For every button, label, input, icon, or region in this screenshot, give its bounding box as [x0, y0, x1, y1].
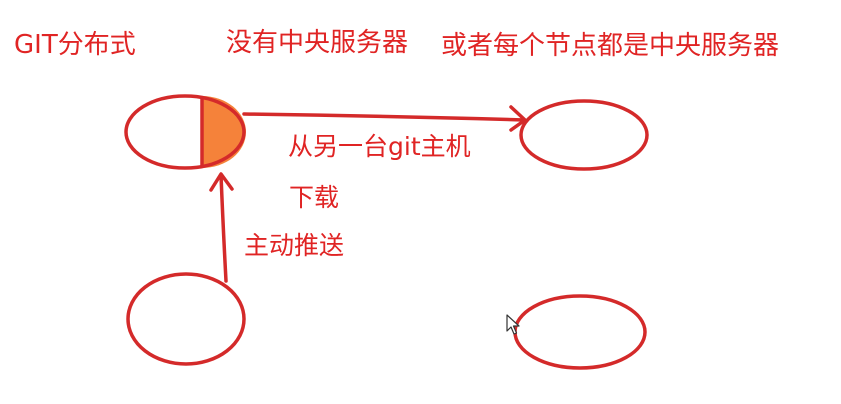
node-source [124, 94, 246, 170]
each-node-server-label: 或者每个节点都是中央服务器 [441, 31, 780, 61]
node-pusher [126, 272, 246, 366]
push-actively-label: 主动推送 [244, 231, 345, 260]
node-peer [519, 99, 649, 171]
arrow-download [242, 105, 527, 132]
node-source-ellipse [124, 94, 246, 170]
mouse-pointer-icon [506, 314, 520, 335]
arrow-push [209, 172, 234, 283]
download-label: 下载 [289, 183, 340, 212]
download-from-host-label: 从另一台git主机 [288, 132, 471, 161]
node-other [513, 294, 647, 370]
no-central-server-label: 没有中央服务器 [226, 28, 409, 58]
diagram-title: GIT分布式 [14, 30, 136, 60]
